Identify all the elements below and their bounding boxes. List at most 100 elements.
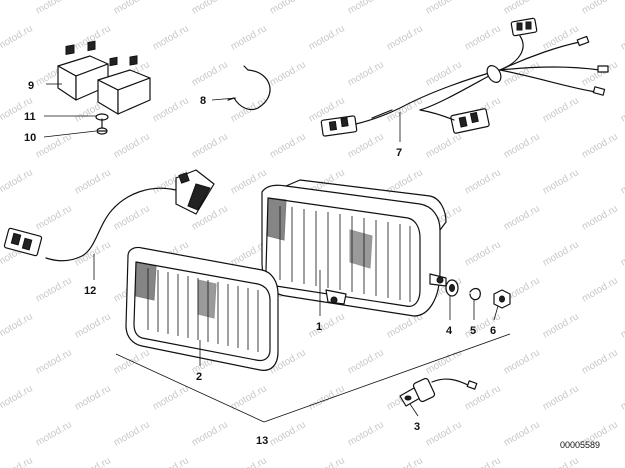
watermark-text: motod.ru: [346, 419, 386, 448]
watermark-text: motod.ru: [385, 167, 425, 196]
label-part-11: 11: [24, 111, 36, 123]
watermark-text: motod.ru: [424, 59, 464, 88]
watermark-text: motod.ru: [580, 0, 620, 17]
label-part-5: 5: [470, 325, 476, 337]
watermark-text: motod.ru: [0, 23, 35, 52]
fog-lamp-housing[interactable]: [261, 179, 447, 317]
watermark-text: motod.ru: [385, 455, 425, 468]
watermark-text: motod.ru: [463, 311, 503, 340]
watermark-text: motod.ru: [463, 23, 503, 52]
watermark-text: motod.ru: [502, 203, 542, 232]
watermark-text: motod.ru: [502, 59, 542, 88]
watermark-text: motod.ru: [0, 383, 35, 412]
leader-lines: [43, 83, 499, 417]
watermark-text: motod.ru: [34, 275, 74, 304]
watermark-text: motod.ru: [190, 419, 230, 448]
watermark-text: motod.ru: [112, 0, 152, 17]
watermark-text: motod.ru: [541, 239, 581, 268]
watermark-text: motod.ru: [463, 383, 503, 412]
watermark-text: motod.ru: [619, 311, 625, 340]
watermark-text: motod.ru: [346, 0, 386, 17]
watermark-text: motod.ru: [268, 419, 308, 448]
fasteners[interactable]: [445, 279, 511, 309]
label-part-3: 3: [414, 421, 420, 433]
watermark-text: motod.ru: [424, 419, 464, 448]
watermark-text: motod.ru: [619, 383, 625, 412]
watermark-text: motod.ru: [424, 0, 464, 17]
watermark-text: motod.ru: [463, 455, 503, 468]
screw-and-washer[interactable]: [95, 113, 109, 135]
watermark-text: motod.ru: [0, 311, 35, 340]
watermark-text: motod.ru: [34, 419, 74, 448]
watermark-text: motod.ru: [229, 455, 269, 468]
watermark-text: motod.ru: [541, 23, 581, 52]
watermark-text: motod.ru: [268, 59, 308, 88]
label-part-1: 1: [316, 321, 322, 333]
wiring-harness[interactable]: [320, 17, 609, 137]
watermark-text: motod.ru: [346, 59, 386, 88]
label-part-8: 8: [200, 95, 206, 107]
watermark-text: motod.ru: [307, 455, 347, 468]
watermark-text: motod.ru: [190, 131, 230, 160]
watermark-text: motod.ru: [619, 239, 625, 268]
watermark-text: motod.ru: [580, 131, 620, 160]
watermark-text: motod.ru: [307, 23, 347, 52]
watermark-text: motod.ru: [424, 347, 464, 376]
watermark-text: motod.ru: [580, 59, 620, 88]
watermark-text: motod.ru: [73, 167, 113, 196]
watermark-text: motod.ru: [541, 455, 581, 468]
watermark-text: motod.ru: [73, 311, 113, 340]
watermark-text: motod.ru: [229, 383, 269, 412]
watermark-text: motod.ru: [73, 383, 113, 412]
watermark-text: motod.ru: [580, 347, 620, 376]
watermark-text: motod.ru: [0, 455, 35, 468]
watermark-text: motod.ru: [463, 239, 503, 268]
watermark-text: motod.ru: [112, 347, 152, 376]
watermark-text: motod.ru: [541, 383, 581, 412]
watermark-text: motod.ru: [34, 347, 74, 376]
watermark-text: motod.ru: [190, 0, 230, 17]
watermark-text: motod.ru: [502, 347, 542, 376]
watermark-text: motod.ru: [619, 167, 625, 196]
bulb-socket[interactable]: [399, 377, 478, 407]
reference-number: 00005589: [560, 440, 600, 450]
watermark-text: motod.ru: [112, 419, 152, 448]
watermark-text: motod.ru: [307, 383, 347, 412]
switch-with-cable[interactable]: [3, 169, 215, 262]
watermark-text: motod.ru: [268, 131, 308, 160]
watermark-text: motod.ru: [424, 131, 464, 160]
watermark-text: motod.ru: [151, 23, 191, 52]
watermark-text: motod.ru: [151, 95, 191, 124]
watermark-text: motod.ru: [619, 23, 625, 52]
label-part-6: 6: [490, 325, 496, 337]
watermark-text: motod.ru: [463, 167, 503, 196]
watermark-text: motod.ru: [229, 23, 269, 52]
watermark-text: motod.ru: [580, 203, 620, 232]
relay-group[interactable]: [57, 40, 151, 115]
watermark-text: motod.ru: [151, 455, 191, 468]
watermark-text: motod.ru: [190, 59, 230, 88]
watermark-text: motod.ru: [541, 167, 581, 196]
label-part-13: 13: [256, 435, 268, 447]
watermark-text: motod.ru: [112, 203, 152, 232]
watermark-text: motod.ru: [619, 455, 625, 468]
watermark-text: motod.ru: [580, 275, 620, 304]
watermark-text: motod.ru: [346, 347, 386, 376]
label-part-9: 9: [28, 80, 34, 92]
label-part-2: 2: [196, 371, 202, 383]
watermark-text: motod.ru: [502, 419, 542, 448]
label-part-4: 4: [446, 325, 453, 337]
watermark-text: motod.ru: [34, 203, 74, 232]
label-part-7: 7: [396, 147, 402, 159]
front-lens[interactable]: [125, 246, 279, 371]
part-labels: 9 11 10 8 7 12 1 2 4 5 6 3 13: [24, 80, 496, 447]
watermark-text: motod.ru: [73, 455, 113, 468]
set-bracket: [115, 333, 511, 423]
watermark-text: motod.ru: [346, 131, 386, 160]
watermark-text: motod.ru: [307, 311, 347, 340]
watermark-text: motod.ru: [268, 0, 308, 17]
label-part-12: 12: [84, 285, 96, 297]
watermark-text: motod.ru: [502, 131, 542, 160]
watermark-text: motod.ru: [34, 0, 74, 17]
